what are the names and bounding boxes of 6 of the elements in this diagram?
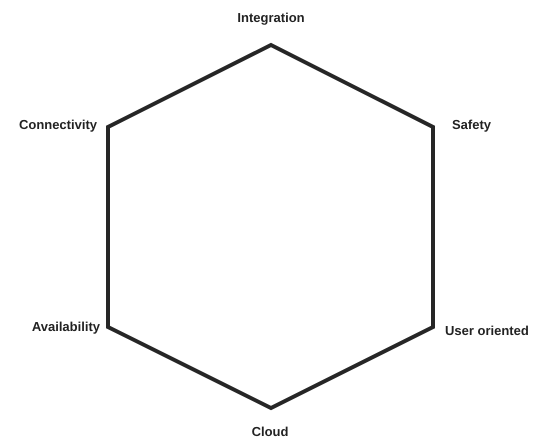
vertex-label: Cloud <box>252 424 288 439</box>
vertex-label: Availability <box>32 319 100 335</box>
vertex-label: Connectivity <box>18 117 97 133</box>
vertex-label: Safety <box>452 117 492 133</box>
vertex-label: User oriented <box>445 323 529 339</box>
vertex-label: Integration <box>237 10 305 26</box>
